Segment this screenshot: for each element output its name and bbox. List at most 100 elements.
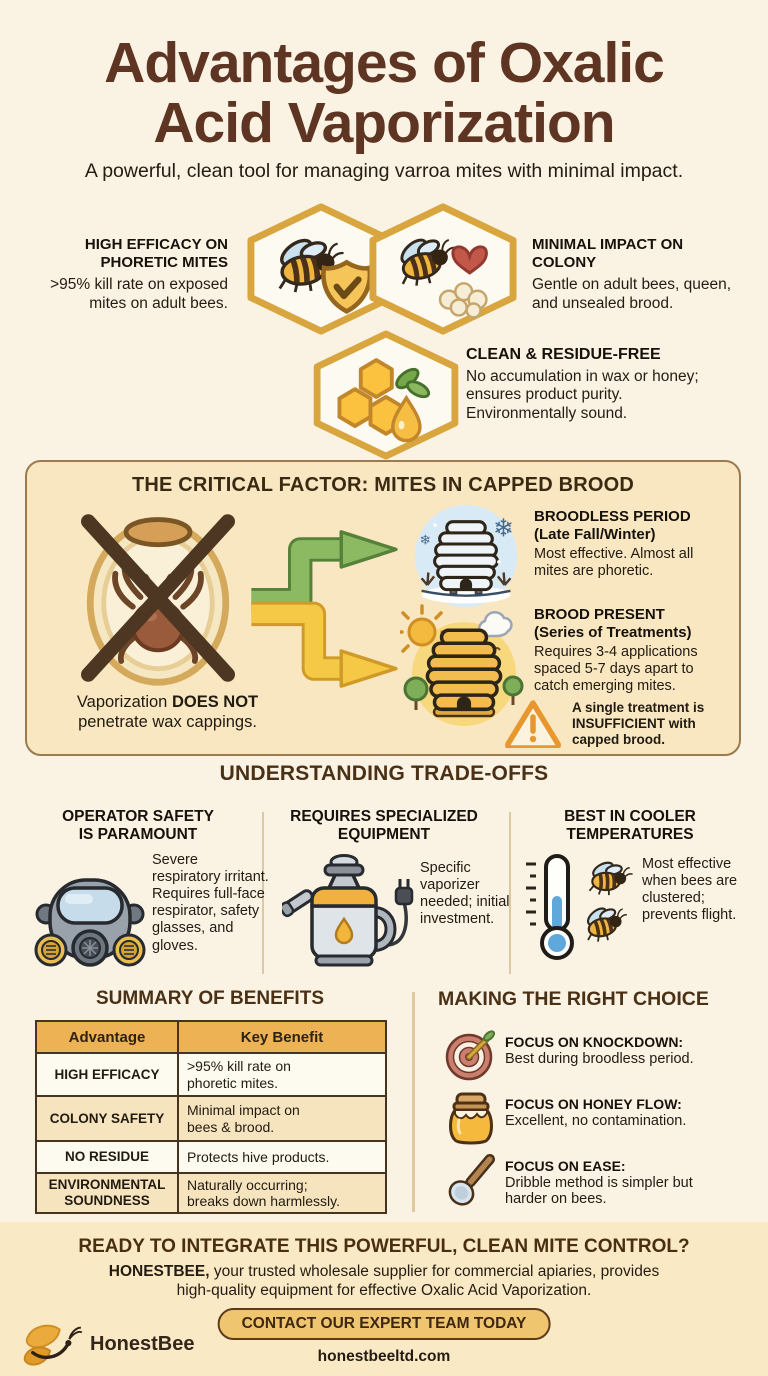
- item-title: FOCUS ON KNOCKDOWN:: [505, 1034, 684, 1050]
- benefit-line: Protects hive products.: [187, 1148, 330, 1165]
- crossed-capped-brood-mite-icon: [81, 514, 235, 686]
- footer-paragraph: HONESTBEE, your trusted wholesale suppli…: [94, 1262, 674, 1301]
- thermometer-bees-icon: [526, 854, 638, 960]
- benefit-line: Minimal impact on: [187, 1102, 300, 1119]
- snowflake-icon: ❄: [493, 515, 514, 543]
- table-row: ENVIRONMENTAL SOUNDNESS Naturally occurr…: [35, 1172, 387, 1214]
- branch-title: BROOD PRESENT: [534, 606, 665, 623]
- benefit-line: phoretic mites.: [187, 1074, 279, 1091]
- item-title: FOCUS ON HONEY FLOW:: [505, 1096, 682, 1112]
- choice-title: MAKING THE RIGHT CHOICE: [438, 988, 709, 1010]
- summer-hive-icon: [400, 604, 524, 726]
- benefit-cell: Naturally occurring;breaks down harmless…: [177, 1172, 387, 1214]
- branch-desc: Requires 3-4 applications spaced 5-7 day…: [534, 644, 698, 694]
- advantage-cell: COLONY SAFETY: [35, 1095, 179, 1142]
- item-desc: Dribble method is simpler but harder on …: [505, 1174, 693, 1208]
- benefit-title: MINIMAL IMPACT ON COLONY: [532, 236, 684, 271]
- footer-brand-bold: HONESTBEE,: [108, 1263, 210, 1280]
- bee-heart-brood-icon: [369, 203, 517, 335]
- caption-post: penetrate wax cappings.: [78, 713, 257, 732]
- table-header-advantage: Advantage: [35, 1020, 179, 1054]
- benefit-title: CLEAN & RESIDUE-FREE: [466, 346, 661, 363]
- footer-body-text: your trusted wholesale supplier for comm…: [176, 1263, 660, 1300]
- honey-jar-icon: [449, 1092, 493, 1145]
- website-link[interactable]: honestbeeltd.com: [317, 1348, 451, 1365]
- critical-title: THE CRITICAL FACTOR: MITES IN CAPPED BRO…: [131, 474, 635, 496]
- summary-title: SUMMARY OF BENEFITS: [95, 988, 324, 1009]
- branch-desc: Most effective. Almost all mites are pho…: [534, 546, 694, 579]
- item-desc: Best during broodless period.: [505, 1050, 694, 1067]
- page-subtitle: A powerful, clean tool for managing varr…: [84, 160, 684, 182]
- warning-post: with capped brood.: [572, 715, 696, 747]
- benefit-minimal-impact: MINIMAL IMPACT ON COLONY: [532, 236, 707, 271]
- caption-bold: DOES NOT: [171, 693, 259, 711]
- summary-table: Advantage Key Benefit HIGH EFFICACY >95%…: [35, 1020, 387, 1214]
- advantage-cell: HIGH EFFICACY: [35, 1052, 179, 1097]
- benefit-line: Naturally occurring;: [187, 1176, 308, 1193]
- tradeoff-safety-desc: Severe respiratory irritant. Requires fu…: [152, 852, 269, 954]
- benefit-desc: >95% kill rate on exposed mites on adult…: [50, 276, 228, 312]
- branch-broodless: BROODLESS PERIOD (Late Fall/Winter) Most…: [534, 508, 730, 580]
- brand-name: HonestBee: [90, 1332, 195, 1355]
- branch-brood-present: BROOD PRESENT (Series of Treatments) Req…: [534, 606, 730, 695]
- tradeoff-temperature-title: BEST IN COOLER TEMPERATURES: [564, 808, 696, 843]
- table-row: NO RESIDUE Protects hive products.: [35, 1140, 387, 1174]
- branch-qualifier: (Late Fall/Winter): [534, 526, 656, 543]
- choice-item-knockdown: FOCUS ON KNOCKDOWN: Best during broodles…: [505, 1034, 730, 1067]
- warning-bold: INSUFFICIENT: [572, 715, 665, 731]
- spoon-icon: [448, 1153, 496, 1206]
- advantage-cell: NO RESIDUE: [35, 1140, 179, 1174]
- benefit-minimal-impact-desc: Gentle on adult bees, queen, and unseale…: [532, 273, 744, 313]
- warning-pre: A single treatment is: [572, 700, 705, 715]
- column-divider: [262, 812, 264, 974]
- benefit-high-efficacy-desc: >95% kill rate on exposed mites on adult…: [33, 273, 228, 313]
- benefit-line: bees & brood.: [187, 1118, 275, 1135]
- table-header-benefit: Key Benefit: [177, 1020, 387, 1054]
- vaporizer-icon: [282, 854, 414, 967]
- contact-button[interactable]: CONTACT OUR EXPERT TEAM TODAY: [217, 1308, 551, 1340]
- tradeoff-temperature-desc: Most effective when bees are clustered; …: [642, 856, 738, 924]
- target-dart-icon: [445, 1030, 496, 1081]
- section-divider: [412, 992, 415, 1212]
- winter-hive-icon: ❄ ❄: [414, 504, 518, 608]
- branch-title: BROODLESS PERIOD: [534, 508, 691, 525]
- footer: READY TO INTEGRATE THIS POWERFUL, CLEAN …: [0, 1222, 768, 1376]
- bee-shield-icon: [247, 203, 395, 335]
- benefit-desc: Gentle on adult bees, queen, and unseale…: [532, 276, 732, 312]
- advantage-cell: ENVIRONMENTAL SOUNDNESS: [35, 1172, 179, 1214]
- tradeoff-equipment-title: REQUIRES SPECIALIZED EQUIPMENT: [290, 808, 478, 843]
- brand-logo: HonestBee: [20, 1318, 194, 1370]
- benefit-line: breaks down harmlessly.: [187, 1193, 341, 1209]
- item-desc: Excellent, no contamination.: [505, 1112, 687, 1129]
- tradeoffs-title: UNDERSTANDING TRADE-OFFS: [219, 762, 549, 785]
- warning-triangle-icon: [505, 700, 561, 748]
- tradeoff-equipment-desc: Specific vaporizer needed; initial inves…: [420, 860, 510, 928]
- column-divider: [509, 812, 511, 974]
- branch-arrows: [251, 530, 398, 688]
- page-title: Advantages of Oxalic Acid Vaporization: [104, 31, 665, 155]
- gas-mask-icon: [34, 878, 146, 967]
- critical-factor-panel: THE CRITICAL FACTOR: MITES IN CAPPED BRO…: [25, 460, 741, 756]
- benefit-high-efficacy: HIGH EFFICACY ON PHORETIC MITES: [58, 236, 228, 271]
- item-title: FOCUS ON EASE:: [505, 1158, 626, 1174]
- benefit-cell: Protects hive products.: [177, 1140, 387, 1174]
- honeycomb-drop-icon: [313, 330, 459, 460]
- benefit-line: >95% kill rate on: [187, 1058, 291, 1075]
- tradeoff-safety-title: OPERATOR SAFETY IS PARAMOUNT: [62, 808, 214, 843]
- branch-qualifier: (Series of Treatments): [534, 624, 692, 641]
- choice-item-honey-flow: FOCUS ON HONEY FLOW: Excellent, no conta…: [505, 1096, 730, 1129]
- honestbee-logo-icon: [23, 1324, 83, 1366]
- caption-pre: Vaporization: [76, 693, 172, 711]
- benefit-desc: No accumulation in wax or honey; ensures…: [466, 367, 699, 423]
- choice-item-ease: FOCUS ON EASE: Dribble method is simpler…: [505, 1158, 727, 1208]
- benefit-clean: CLEAN & RESIDUE-FREE No accumulation in …: [466, 346, 734, 424]
- footer-headline: READY TO INTEGRATE THIS POWERFUL, CLEAN …: [78, 1236, 690, 1257]
- critical-warning: A single treatment is INSUFFICIENT with …: [572, 700, 736, 747]
- snowflake-icon: ❄: [420, 532, 431, 547]
- benefit-title: HIGH EFFICACY ON PHORETIC MITES: [84, 236, 228, 271]
